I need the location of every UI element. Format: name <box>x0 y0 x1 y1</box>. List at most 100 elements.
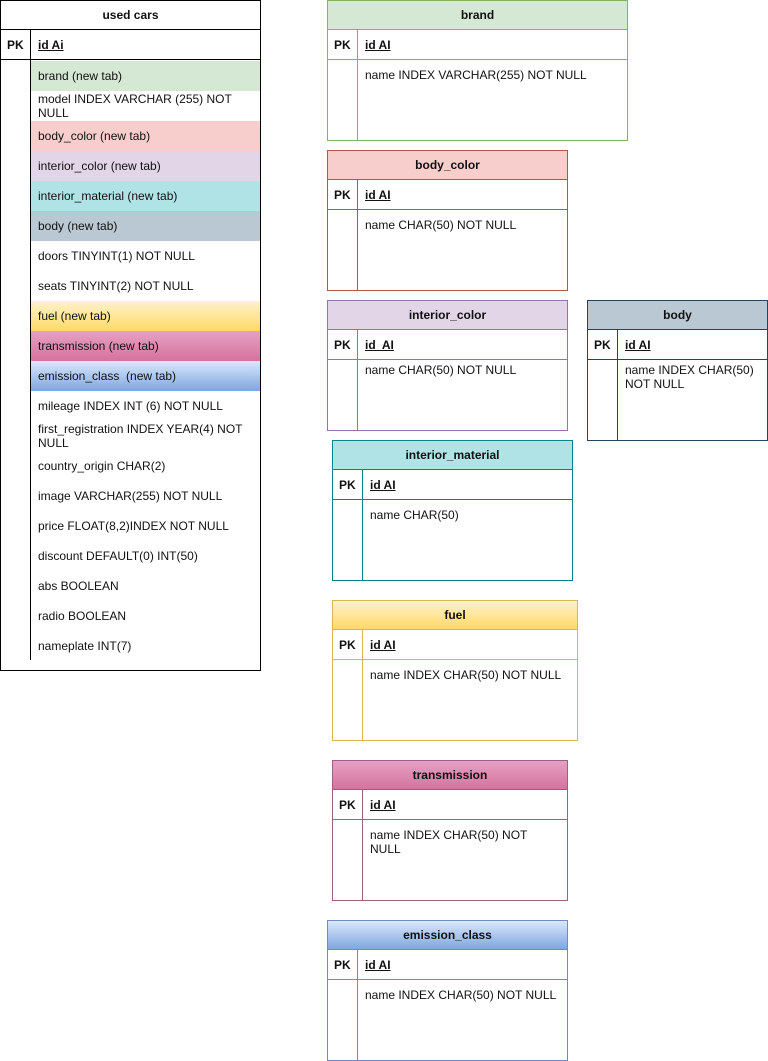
body-color-id-field: id AI <box>365 188 391 202</box>
fuel-table[interactable]: fuel PK id AI name INDEX CHAR(50) NOT NU… <box>332 600 578 741</box>
brand-name-field: name INDEX VARCHAR(255) NOT NULL <box>365 68 587 82</box>
used-cars-pk-row: PK id Ai <box>1 30 260 60</box>
field-label: discount DEFAULT(0) INT(50) <box>38 549 198 563</box>
field-label: emission_class (new tab) <box>38 369 177 383</box>
used-cars-row-discount: discount DEFAULT(0) INT(50) <box>31 541 260 571</box>
used-cars-id-field: id Ai <box>38 38 64 52</box>
fuel-title: fuel <box>333 601 577 630</box>
body-title: body <box>588 301 767 330</box>
used-cars-pk-divider <box>30 30 31 59</box>
emission-class-table[interactable]: emission_class PK id AI name INDEX CHAR(… <box>327 920 568 1061</box>
brand-table[interactable]: brand PK id AI name INDEX VARCHAR(255) N… <box>327 0 628 141</box>
used-cars-row-doors: doors TINYINT(1) NOT NULL <box>31 241 260 271</box>
interior-material-title: interior_material <box>333 441 572 470</box>
brand-id-field: id AI <box>365 38 391 52</box>
transmission-body: name INDEX CHAR(50) NOT NULL <box>333 820 567 900</box>
interior-color-table[interactable]: interior_color PK id AI name CHAR(50) NO… <box>327 300 568 431</box>
field-label: interior_color (new tab) <box>38 159 161 173</box>
field-label: body_color (new tab) <box>38 129 151 143</box>
interior-color-pk-row: PK id AI <box>328 330 567 360</box>
field-label: fuel (new tab) <box>38 309 111 323</box>
emission-class-body: name INDEX CHAR(50) NOT NULL <box>328 980 567 1060</box>
emission-class-pk-divider <box>357 950 358 979</box>
used-cars-title: used cars <box>1 1 260 30</box>
used-cars-row-body-color: body_color (new tab) <box>31 121 260 151</box>
interior-color-body-divider <box>357 360 358 430</box>
field-label: mileage INDEX INT (6) NOT NULL <box>38 399 223 413</box>
field-label: nameplate INT(7) <box>38 639 132 653</box>
fuel-pk-row: PK id AI <box>333 630 577 660</box>
interior-material-body-divider <box>362 500 363 580</box>
transmission-id-field: id AI <box>370 798 396 812</box>
body-body-divider <box>617 360 618 440</box>
used-cars-body: brand (new tab) model INDEX VARCHAR (255… <box>1 60 260 670</box>
body-color-table[interactable]: body_color PK id AI name CHAR(50) NOT NU… <box>327 150 568 291</box>
field-label: radio BOOLEAN <box>38 609 127 623</box>
used-cars-row-body: body (new tab) <box>31 211 260 241</box>
brand-pk-divider <box>357 30 358 59</box>
used-cars-row-interior-material: interior_material (new tab) <box>31 181 260 211</box>
used-cars-table[interactable]: used cars PK id Ai brand (new tab) model… <box>0 0 261 671</box>
body-color-title: body_color <box>328 151 567 180</box>
used-cars-row-country-origin: country_origin CHAR(2) <box>31 451 260 481</box>
transmission-title: transmission <box>333 761 567 790</box>
emission-class-name-field: name INDEX CHAR(50) NOT NULL <box>365 988 557 1002</box>
body-table[interactable]: body PK id AI name INDEX CHAR(50) NOT NU… <box>587 300 768 441</box>
used-cars-row-fuel: fuel (new tab) <box>31 301 260 331</box>
field-label: price FLOAT(8,2)INDEX NOT NULL <box>38 519 229 533</box>
body-name-field: name INDEX CHAR(50) NOT NULL <box>625 363 754 391</box>
transmission-name-field: name INDEX CHAR(50) NOT NULL <box>370 828 528 856</box>
used-cars-row-brand: brand (new tab) <box>31 61 260 91</box>
fuel-pk-label: PK <box>339 638 356 652</box>
brand-pk-row: PK id AI <box>328 30 627 60</box>
body-id-field: id AI <box>625 338 651 352</box>
field-label: seats TINYINT(2) NOT NULL <box>38 279 194 293</box>
emission-class-id-field: id AI <box>365 958 391 972</box>
interior-material-table[interactable]: interior_material PK id AI name CHAR(50) <box>332 440 573 581</box>
body-pk-label: PK <box>594 338 611 352</box>
emission-class-pk-row: PK id AI <box>328 950 567 980</box>
field-label: model INDEX VARCHAR (255) NOT NULL <box>38 92 232 120</box>
interior-material-name-field: name CHAR(50) <box>370 508 459 522</box>
interior-material-pk-divider <box>362 470 363 499</box>
emission-class-pk-label: PK <box>334 958 351 972</box>
transmission-body-divider <box>362 820 363 900</box>
body-color-pk-label: PK <box>334 188 351 202</box>
body-pk-row: PK id AI <box>588 330 767 360</box>
fuel-pk-divider <box>362 630 363 659</box>
used-cars-row-nameplate: nameplate INT(7) <box>31 631 260 661</box>
interior-material-id-field: id AI <box>370 478 396 492</box>
interior-color-pk-label: PK <box>334 338 351 352</box>
interior-color-body: name CHAR(50) NOT NULL <box>328 360 567 430</box>
field-label: doors TINYINT(1) NOT NULL <box>38 249 195 263</box>
brand-body: name INDEX VARCHAR(255) NOT NULL <box>328 60 627 140</box>
interior-material-pk-row: PK id AI <box>333 470 572 500</box>
body-color-pk-divider <box>357 180 358 209</box>
used-cars-body-divider <box>30 60 31 660</box>
transmission-table[interactable]: transmission PK id AI name INDEX CHAR(50… <box>332 760 568 901</box>
emission-class-title: emission_class <box>328 921 567 950</box>
interior-material-body: name CHAR(50) <box>333 500 572 580</box>
used-cars-row-model: model INDEX VARCHAR (255) NOT NULL <box>31 91 260 121</box>
field-label: image VARCHAR(255) NOT NULL <box>38 489 223 503</box>
field-label: first_registration INDEX YEAR(4) NOT NUL… <box>38 422 243 450</box>
fuel-body-divider <box>362 660 363 740</box>
body-color-name-field: name CHAR(50) NOT NULL <box>365 218 517 232</box>
field-label: interior_material (new tab) <box>38 189 178 203</box>
field-label: transmission (new tab) <box>38 339 159 353</box>
body-color-pk-row: PK id AI <box>328 180 567 210</box>
body-pk-divider <box>617 330 618 359</box>
emission-class-body-divider <box>357 980 358 1060</box>
used-cars-row-mileage: mileage INDEX INT (6) NOT NULL <box>31 391 260 421</box>
body-color-body: name CHAR(50) NOT NULL <box>328 210 567 290</box>
used-cars-row-price: price FLOAT(8,2)INDEX NOT NULL <box>31 511 260 541</box>
used-cars-row-image: image VARCHAR(255) NOT NULL <box>31 481 260 511</box>
field-label: brand (new tab) <box>38 69 123 83</box>
interior-color-name-field: name CHAR(50) NOT NULL <box>365 363 517 377</box>
transmission-pk-divider <box>362 790 363 819</box>
used-cars-row-interior-color: interior_color (new tab) <box>31 151 260 181</box>
interior-color-pk-divider <box>357 330 358 359</box>
transmission-pk-row: PK id AI <box>333 790 567 820</box>
used-cars-pk-label: PK <box>7 38 24 52</box>
body-body: name INDEX CHAR(50) NOT NULL <box>588 360 767 440</box>
